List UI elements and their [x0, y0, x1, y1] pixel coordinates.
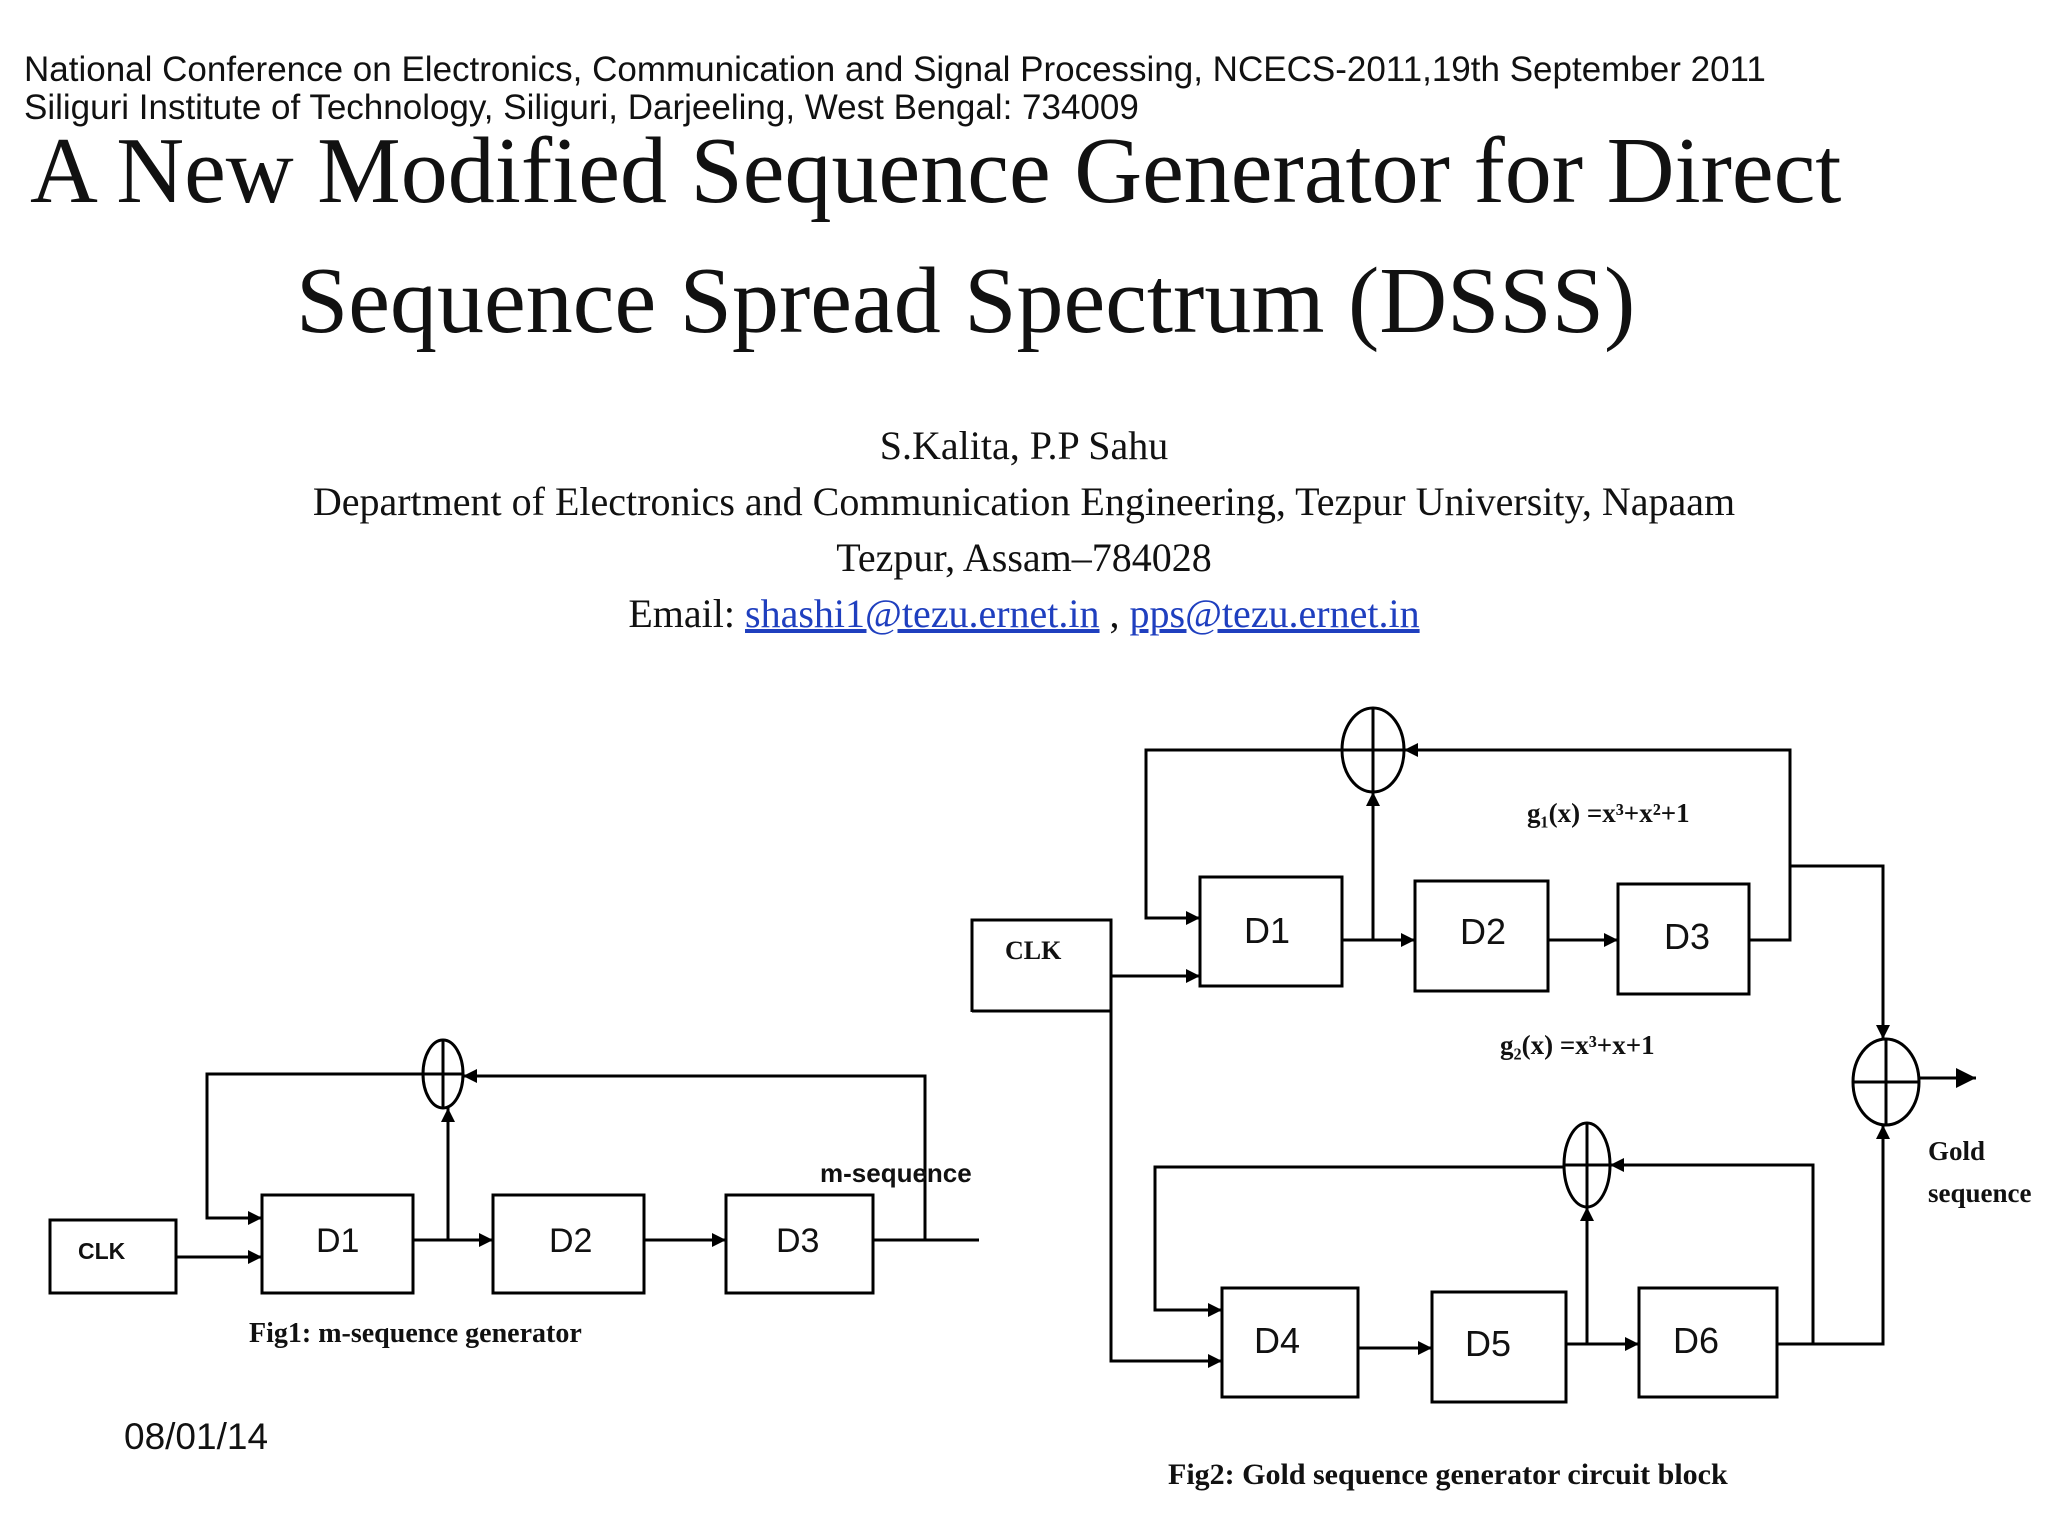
fig2-clk-label: CLK [1005, 936, 1062, 965]
fig2-d2-label: D2 [1460, 911, 1507, 952]
fig1-d3-block [724, 1193, 875, 1295]
institute-header: Siliguri Institute of Technology, Siligu… [24, 88, 1139, 127]
fig2-d4-label: D4 [1254, 1320, 1301, 1361]
fig2-caption: Fig2: Gold sequence generator circuit bl… [1168, 1458, 1728, 1491]
fig1-output-label: m-sequence [820, 1158, 972, 1188]
author-address: Tezpur, Assam–784028 [836, 535, 1212, 580]
slide-date: 08/01/14 [124, 1416, 269, 1457]
fig2-d2-block [1413, 879, 1550, 993]
fig2-d5-label: D5 [1465, 1323, 1512, 1364]
author-emails: Email: shashi1@tezu.ernet.in , pps@tezu.… [0, 594, 2048, 634]
fig2-lower-xor-icon [1562, 1121, 1612, 1209]
fig1-d1-label: D1 [316, 1222, 360, 1260]
fig1-xor-icon [421, 1038, 465, 1110]
fig1-d2-block [491, 1193, 646, 1295]
fig2-g1-polynomial: g₁(x) =x³+x²+1 [1527, 798, 1690, 828]
fig2-d1-block [1198, 875, 1344, 988]
fig1-d2-label: D2 [549, 1222, 593, 1260]
email-link-2[interactable]: pps@tezu.ernet.in [1129, 591, 1420, 636]
fig2-clk-block [970, 918, 1113, 1013]
fig2-output-label-line1: Gold [1928, 1136, 1986, 1166]
author-department: Department of Electronics and Communicat… [312, 479, 1736, 524]
fig2-g2-polynomial: g₂(x) =x³+x+1 [1500, 1030, 1655, 1060]
email-link-1[interactable]: shashi1@tezu.ernet.in [745, 591, 1100, 636]
fig2-d1-label: D1 [1244, 910, 1291, 951]
paper-title-line2: Sequence Spread Spectrum (DSSS) [296, 249, 1636, 353]
fig2-d3-label: D3 [1664, 916, 1711, 957]
fig1-caption: Fig1: m-sequence generator [249, 1318, 582, 1349]
fig2-output-label-line2: sequence [1928, 1178, 2032, 1208]
fig2-gold-sequence-generator [970, 706, 1976, 1404]
fig2-upper-xor-icon [1340, 706, 1406, 794]
conference-header: National Conference on Electronics, Comm… [24, 50, 1766, 89]
email-label: Email: [628, 591, 746, 636]
author-names: S.Kalita, P.P Sahu [879, 423, 1169, 468]
fig1-d3-label: D3 [776, 1222, 820, 1260]
fig1-clk-label: CLK [78, 1238, 126, 1264]
fig2-d4-block [1220, 1286, 1360, 1399]
fig2-d6-label: D6 [1673, 1320, 1720, 1361]
email-separator: , [1099, 591, 1130, 636]
fig2-output-xor-icon [1851, 1037, 1921, 1127]
paper-title-line1: A New Modified Sequence Generator for Di… [30, 119, 1842, 223]
fig1-m-sequence-generator [48, 1038, 979, 1295]
fig1-d1-block [260, 1193, 415, 1295]
